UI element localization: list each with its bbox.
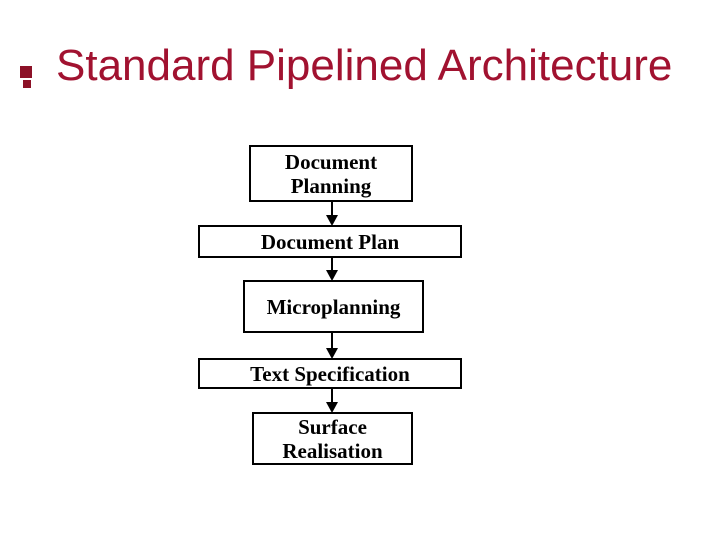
flow-node-text-specification: Text Specification — [198, 358, 462, 389]
arrow-shaft — [330, 202, 333, 215]
flow-node-surface-realisation: Surface Realisation — [252, 412, 413, 465]
flow-node-label-line: Surface — [298, 414, 367, 439]
flow-node-label-line: Document — [284, 149, 378, 174]
arrow-head — [325, 215, 338, 226]
arrow-shaft — [330, 389, 333, 402]
flow-node-label-line: Text Specification — [250, 361, 410, 386]
down-arrow-icon — [325, 202, 338, 226]
arrow-shaft — [330, 333, 333, 348]
arrow-head — [325, 402, 338, 413]
flow-node-document-planning: Document Planning — [249, 145, 413, 202]
accent-square-icon — [20, 66, 32, 78]
page-title: Standard Pipelined Architecture — [56, 41, 673, 90]
flow-node-document-plan: Document Plan — [198, 225, 462, 258]
down-arrow-icon — [325, 258, 338, 281]
down-arrow-icon — [325, 333, 338, 359]
flow-node-label-line: Microplanning — [266, 294, 401, 319]
flow-node-microplanning: Microplanning — [243, 280, 424, 333]
arrow-shaft — [330, 258, 333, 270]
flow-node-label-line: Realisation — [282, 438, 383, 463]
arrow-head — [325, 270, 338, 281]
flow-node-label-line: Planning — [290, 173, 372, 198]
down-arrow-icon — [325, 389, 338, 413]
flow-node-label-line: Document Plan — [260, 229, 400, 254]
arrow-head — [325, 348, 338, 359]
accent-square-icon — [23, 80, 31, 88]
